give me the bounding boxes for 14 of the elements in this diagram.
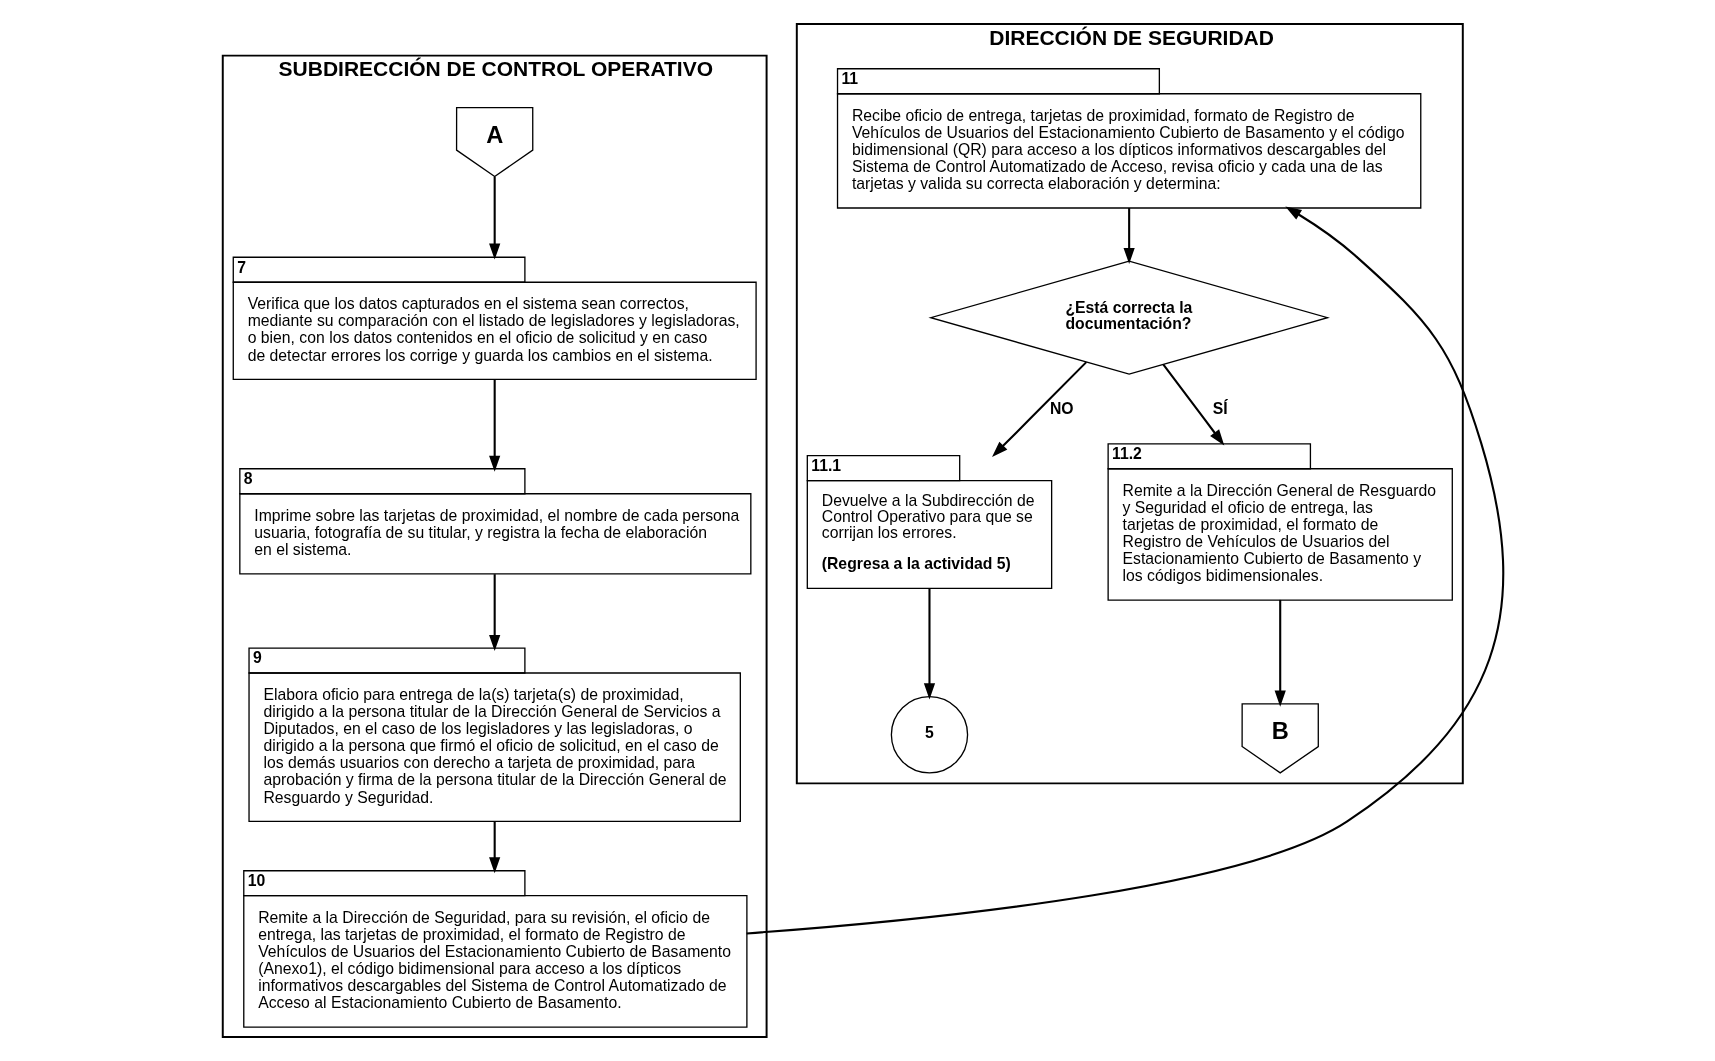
arrow	[488, 821, 500, 874]
arrow	[1123, 208, 1135, 264]
node-diamond: ¿Está correcta la documentación?	[927, 260, 1330, 375]
node-circle: 5	[890, 696, 968, 774]
arrow	[488, 574, 500, 652]
arrow	[488, 176, 500, 260]
arrow	[1274, 599, 1286, 707]
arrow	[746, 206, 1504, 935]
edge-label: NO	[1049, 399, 1074, 417]
arrow	[1162, 364, 1224, 446]
edge-label: SÍ	[1212, 399, 1228, 417]
arrow	[923, 588, 935, 700]
arrow	[488, 379, 500, 472]
arrow	[991, 361, 1087, 458]
